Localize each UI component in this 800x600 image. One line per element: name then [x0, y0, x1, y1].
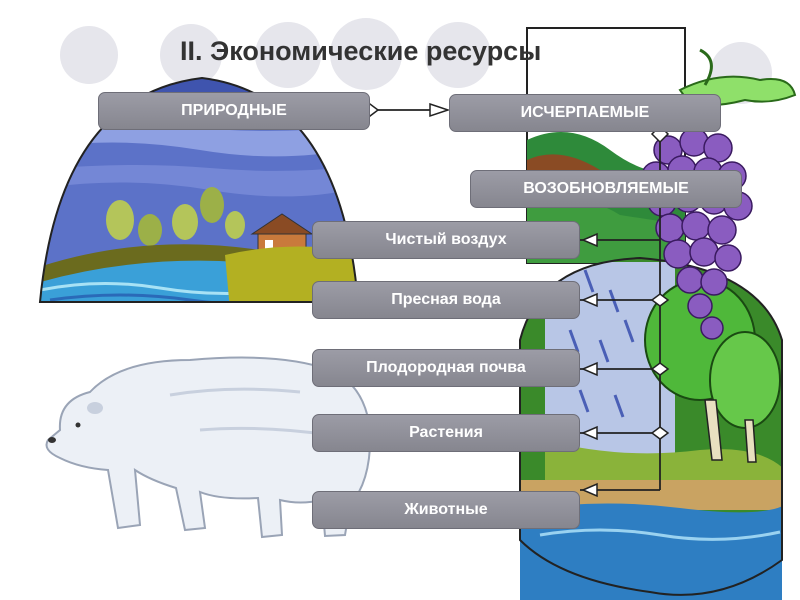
box-natural: ПРИРОДНЫЕ: [98, 92, 370, 130]
background-circle: [60, 26, 118, 84]
background-circle: [255, 22, 321, 88]
box-plants: Растения: [312, 414, 580, 452]
box-renewable: ВОЗОБНОВЛЯЕМЫЕ: [470, 170, 742, 208]
grapes-illustration: [641, 48, 797, 340]
polar-bear-illustration: [45, 356, 372, 539]
box-fresh-water: Пресная вода: [312, 281, 580, 319]
box-clean-air: Чистый воздух: [312, 221, 580, 259]
box-exhaustible: ИСЧЕРПАЕМЫЕ: [449, 94, 721, 132]
background-circle: [160, 24, 222, 86]
background-circle: [425, 22, 491, 88]
box-animals: Животные: [312, 491, 580, 529]
box-fertile-soil: Плодородная почва: [312, 349, 580, 387]
background-circle: [330, 18, 402, 90]
page-title: II. Экономические ресурсы: [180, 36, 542, 66]
